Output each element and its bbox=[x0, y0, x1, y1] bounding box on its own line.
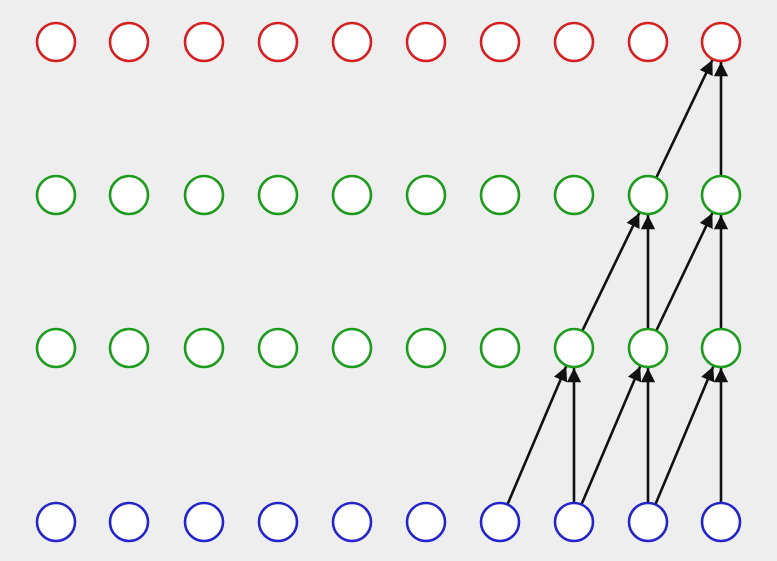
edge-arrow-input-8-to-hidden1-9 bbox=[646, 365, 715, 524]
hidden1-node-7 bbox=[553, 327, 595, 369]
hidden2-node-7 bbox=[553, 174, 595, 216]
edge-arrow-hidden2-8-to-output-9 bbox=[646, 58, 714, 197]
output-node-9 bbox=[700, 21, 742, 63]
hidden2-node-9 bbox=[700, 174, 742, 216]
output-node-8 bbox=[627, 21, 669, 63]
output-node-2 bbox=[183, 21, 225, 63]
output-node-7 bbox=[553, 21, 595, 63]
hidden2-node-3 bbox=[257, 174, 299, 216]
input-node-2 bbox=[183, 501, 225, 543]
input-node-4 bbox=[331, 501, 373, 543]
output-node-3 bbox=[257, 21, 299, 63]
hidden1-node-1 bbox=[108, 327, 150, 369]
edge-arrow-hidden1-7-to-hidden2-8 bbox=[572, 211, 641, 350]
output-node-6 bbox=[479, 21, 521, 63]
hidden1-node-9 bbox=[700, 327, 742, 369]
edge-arrow-input-6-to-hidden1-7 bbox=[498, 365, 568, 524]
hidden1-node-0 bbox=[35, 327, 77, 369]
input-node-8 bbox=[627, 501, 669, 543]
input-node-5 bbox=[405, 501, 447, 543]
output-node-1 bbox=[108, 21, 150, 63]
hidden1-node-4 bbox=[331, 327, 373, 369]
input-node-1 bbox=[108, 501, 150, 543]
hidden1-node-3 bbox=[257, 327, 299, 369]
nodes-group bbox=[35, 21, 742, 543]
hidden2-node-8 bbox=[627, 174, 669, 216]
hidden1-node-6 bbox=[479, 327, 521, 369]
hidden1-node-5 bbox=[405, 327, 447, 369]
input-node-6 bbox=[479, 501, 521, 543]
output-node-0 bbox=[35, 21, 77, 63]
hidden2-node-1 bbox=[108, 174, 150, 216]
hidden2-node-6 bbox=[479, 174, 521, 216]
input-node-9 bbox=[700, 501, 742, 543]
input-node-7 bbox=[553, 501, 595, 543]
input-node-3 bbox=[257, 501, 299, 543]
edges-group bbox=[498, 58, 729, 524]
hidden2-node-4 bbox=[331, 174, 373, 216]
output-node-4 bbox=[331, 21, 373, 63]
hidden2-node-2 bbox=[183, 174, 225, 216]
hidden1-node-8 bbox=[627, 327, 669, 369]
hidden2-node-0 bbox=[35, 174, 77, 216]
hidden1-node-2 bbox=[183, 327, 225, 369]
hidden2-node-5 bbox=[405, 174, 447, 216]
edge-arrow-input-7-to-hidden1-8 bbox=[572, 365, 642, 524]
input-node-0 bbox=[35, 501, 77, 543]
output-node-5 bbox=[405, 21, 447, 63]
edge-arrow-hidden1-8-to-hidden2-9 bbox=[646, 211, 714, 350]
